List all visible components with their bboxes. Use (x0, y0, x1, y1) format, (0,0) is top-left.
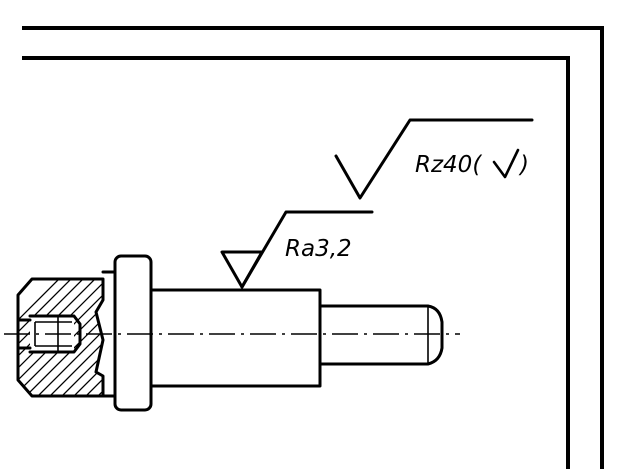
check-mark-icon (492, 148, 520, 179)
flange (113, 254, 153, 412)
general-roughness-symbol (334, 118, 534, 200)
local-roughness-label: Ra3,2 (285, 236, 352, 262)
general-roughness-closing-paren: ) (518, 152, 529, 178)
pin-end (318, 304, 444, 366)
general-roughness-label: Rz40( (415, 152, 482, 178)
shaft-body (101, 270, 322, 398)
nut-section (16, 277, 105, 398)
sheet-frame (22, 26, 604, 469)
local-roughness-symbol (220, 210, 374, 289)
